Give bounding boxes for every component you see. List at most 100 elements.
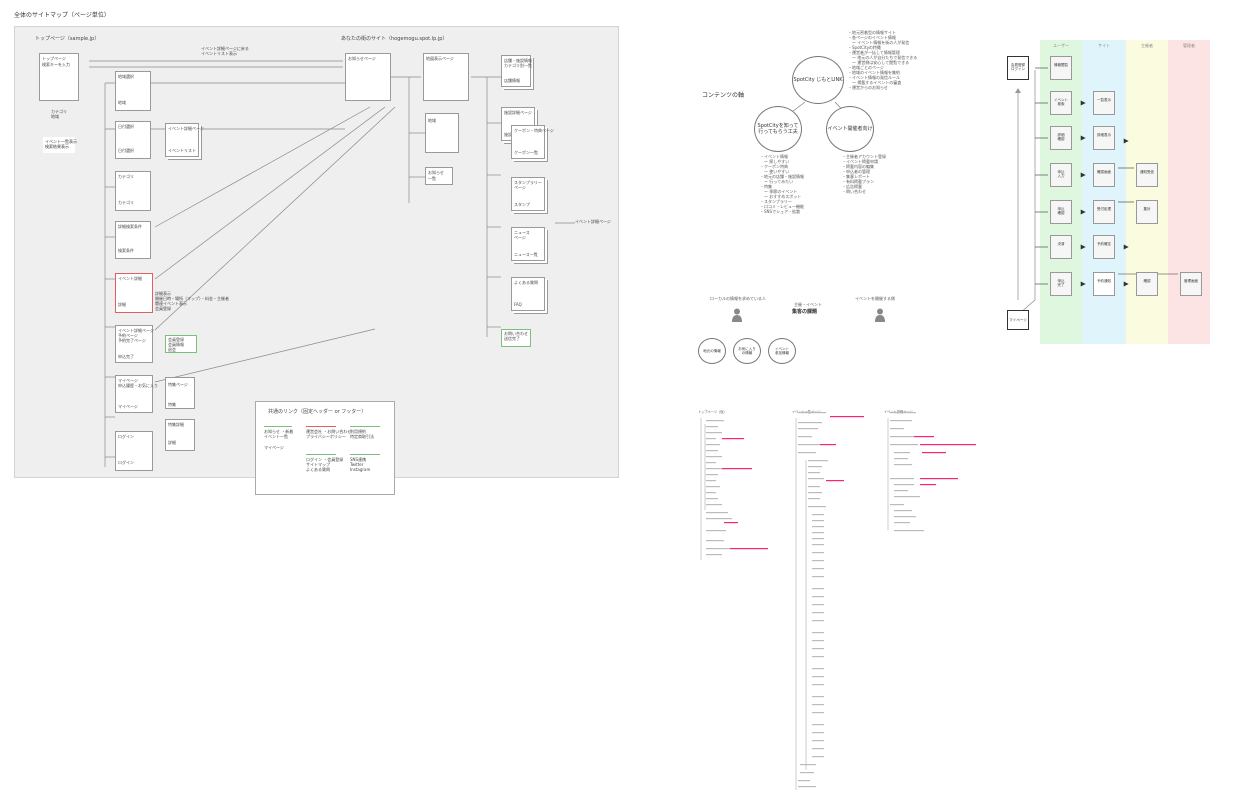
flow-site-box-1[interactable]: 詳細表示 <box>1093 126 1115 150</box>
left-col-box-2[interactable]: カテゴリ カテゴリ <box>115 171 151 211</box>
box-body: 詳細 <box>168 440 176 445</box>
right-green-box[interactable]: お問い合わせ 送信完了 <box>501 329 531 347</box>
box-body: マイページ <box>118 404 138 409</box>
list-item: ・SNSでシェア・拡散 <box>760 209 801 214</box>
list-item: ー おすすめスポット <box>760 194 802 199</box>
list-item: ・イベント情報の発信ルール <box>848 75 900 80</box>
box-title: 施設詳細ページ <box>504 110 532 115</box>
flow-user-box-2[interactable]: 詳細 確認 <box>1050 126 1072 150</box>
right-col-box-0[interactable]: 店舗・施設情報 カテゴリ別一覧 店舗情報 <box>501 55 532 87</box>
tree-title: イベント一覧ページ <box>792 410 821 414</box>
persona-right-label: イベントを開催する側 <box>855 296 895 301</box>
mini-page-0[interactable]: 特集ページ 特集 <box>165 377 195 409</box>
flow-admin-box[interactable]: 管理画面 <box>1180 272 1202 296</box>
footer-link[interactable]: Instagram <box>350 467 371 472</box>
left-col-box-6[interactable]: マイページ 申込履歴・お気に入り マイページ <box>115 375 158 413</box>
green-member-box[interactable]: 会員登録 会員情報 退会 <box>165 335 197 353</box>
box-body: ログイン <box>118 460 134 465</box>
tree-title: イベント詳細ページ <box>884 410 913 414</box>
left-col-box-1[interactable]: 日付選択 日付選択 <box>115 121 151 159</box>
footer-col-1: 運営会社 ・お問い合わせ プライバシーポリシー <box>306 426 352 439</box>
flow-org-box-1[interactable]: 集計 <box>1136 200 1158 224</box>
flow-org-box-0[interactable]: 通知受信 <box>1136 163 1158 187</box>
lane-header: 管理者 <box>1183 43 1195 48</box>
list-item: ・各ページのイベント情報 <box>848 35 896 40</box>
box-title: マイページ 申込履歴・お気に入り <box>118 378 158 388</box>
footer-link[interactable]: 利用規約 <box>350 429 366 434</box>
flow-site-box-5[interactable]: 予約通知 <box>1093 272 1115 296</box>
right-col-box-5[interactable]: よくある質問 FAQ <box>511 277 545 311</box>
left-col-box-0[interactable]: 地域選択 地域 <box>115 71 151 111</box>
flow-site-box-4[interactable]: 予約確定 <box>1093 235 1115 259</box>
tree-col-3: イベント詳細ページ <box>884 410 913 414</box>
flow-site-box-2[interactable]: 確認画面 <box>1093 163 1115 187</box>
flow-end-text: マイページ <box>1009 318 1027 322</box>
small-circle-2: イベント 参加情報 <box>768 338 796 364</box>
box-body: 詳細 <box>118 302 126 307</box>
persona-center: 集客の課題 <box>792 309 818 315</box>
small-circle-1: お気に入り の情報 <box>733 338 761 364</box>
concept-right-list: ・主催者アカウント登録 ・イベント掲載申請 ・掲載内容の編集 ・申込者の管理 ・… <box>842 154 886 194</box>
flow-site-box-0[interactable]: 一覧表示 <box>1093 91 1115 115</box>
right-end-note: イベント詳細ページ <box>575 219 611 224</box>
footer-link[interactable]: 運営会社 ・お問い合わせ <box>306 429 352 434</box>
footer-link[interactable]: よくある質問 <box>306 467 330 472</box>
arrow-note: イベント詳細ページに戻る イベントリスト表示 <box>201 46 249 56</box>
flow-user-box-1[interactable]: イベント 検索 <box>1050 91 1072 115</box>
footer-link[interactable]: イベント一覧 <box>264 434 288 439</box>
box-body: 店舗情報 <box>504 78 520 83</box>
persona-left-label: ローカルの情報を求めている人 <box>710 296 766 301</box>
left-col-box-7[interactable]: ログイン ログイン <box>115 431 153 471</box>
lane-header: サイト <box>1098 43 1110 48</box>
footer-link[interactable]: プライバシーポリシー <box>306 434 346 439</box>
list-item: ・スタンプラリー <box>760 199 792 204</box>
box-title: カテゴリ <box>118 174 134 179</box>
map-sub-box[interactable]: 地域 <box>425 113 459 153</box>
lane-user: ユーザー <box>1040 40 1082 344</box>
footer-link[interactable]: お知らせ ・新着 <box>264 429 294 434</box>
list-item: ・集客レポート <box>842 174 870 179</box>
footer-link[interactable]: Twitter <box>350 462 364 467</box>
top-page-title: トップページ <box>42 56 66 61</box>
lane-organizer: 主催者 <box>1126 40 1168 344</box>
right-col-box-2[interactable]: クーポン・特典ページ クーポン一覧 <box>511 125 554 159</box>
footer-link[interactable]: マイページ <box>264 445 284 450</box>
sub-top-title: お知らせページ <box>348 56 376 61</box>
box-title: スタンプラリー ページ <box>514 180 542 190</box>
green-box-text: 会員登録 会員情報 退会 <box>168 337 184 352</box>
mid-stack-box[interactable]: イベント詳細ページ イベントリスト <box>165 123 204 157</box>
flow-user-box-4[interactable]: 申込 確認 <box>1050 200 1072 224</box>
list-item: ・掲載内容の編集 <box>842 164 874 169</box>
map-page-box[interactable]: 地図表示ページ <box>423 53 469 101</box>
lane-header: 主催者 <box>1141 43 1153 48</box>
flow-site-box-3[interactable]: 受付処理 <box>1093 200 1115 224</box>
left-col-box-5[interactable]: イベント詳細ページ 予約ページ 予約完了ページ 申込完了 <box>115 325 154 363</box>
footer-col-2: ログイン ・会員登録 サイトマップ よくある質問 <box>306 454 344 472</box>
flow-user-box-0[interactable]: 情報閲覧 <box>1050 56 1072 80</box>
info-box[interactable]: お知らせ 一覧 <box>425 167 453 185</box>
list-item: ー 季節のイベント <box>760 189 798 194</box>
box-title: よくある質問 <box>514 280 538 285</box>
right-col-box-4[interactable]: ニュース ページ ニュース一覧 <box>511 227 545 261</box>
map-sub-title: 地域 <box>428 118 436 123</box>
flow-user-box-5[interactable]: 決済 <box>1050 235 1072 259</box>
mini-page-1[interactable]: 特集詳細 詳細 <box>165 419 195 451</box>
footer-link[interactable]: 特定商取引法 <box>350 434 374 439</box>
top-page-box[interactable]: トップページ 検索キーを入力 <box>39 53 79 101</box>
flow-user-box-6[interactable]: 申込 完了 <box>1050 272 1072 296</box>
flow-user-box-3[interactable]: 申込 入力 <box>1050 163 1072 187</box>
flow-end-box[interactable]: マイページ <box>1007 310 1029 330</box>
flow-start-box[interactable]: 会員登録 ログイン <box>1007 56 1029 80</box>
left-col-box-4[interactable]: イベント詳細 詳細 <box>115 273 153 313</box>
footer-link[interactable]: ログイン ・会員登録 <box>306 457 344 462</box>
footer-link[interactable]: SNS連携 <box>350 457 367 462</box>
left-col-box-3[interactable]: 詳細検索条件 検索条件 <box>115 221 151 259</box>
sub-top-box[interactable]: お知らせページ <box>345 53 391 101</box>
list-item: ー 使いやすい <box>760 169 790 174</box>
footer-link[interactable]: サイトマップ <box>306 462 330 467</box>
tree-col-1: トップページ（仮） <box>698 410 727 414</box>
box-body: 検索条件 <box>118 248 134 253</box>
flow-org-box-2[interactable]: 確認 <box>1136 272 1158 296</box>
right-col-box-3[interactable]: スタンプラリー ページ スタンプ <box>511 177 545 211</box>
side-note-box: イベント一覧表示 検索結果表示 <box>43 137 77 153</box>
